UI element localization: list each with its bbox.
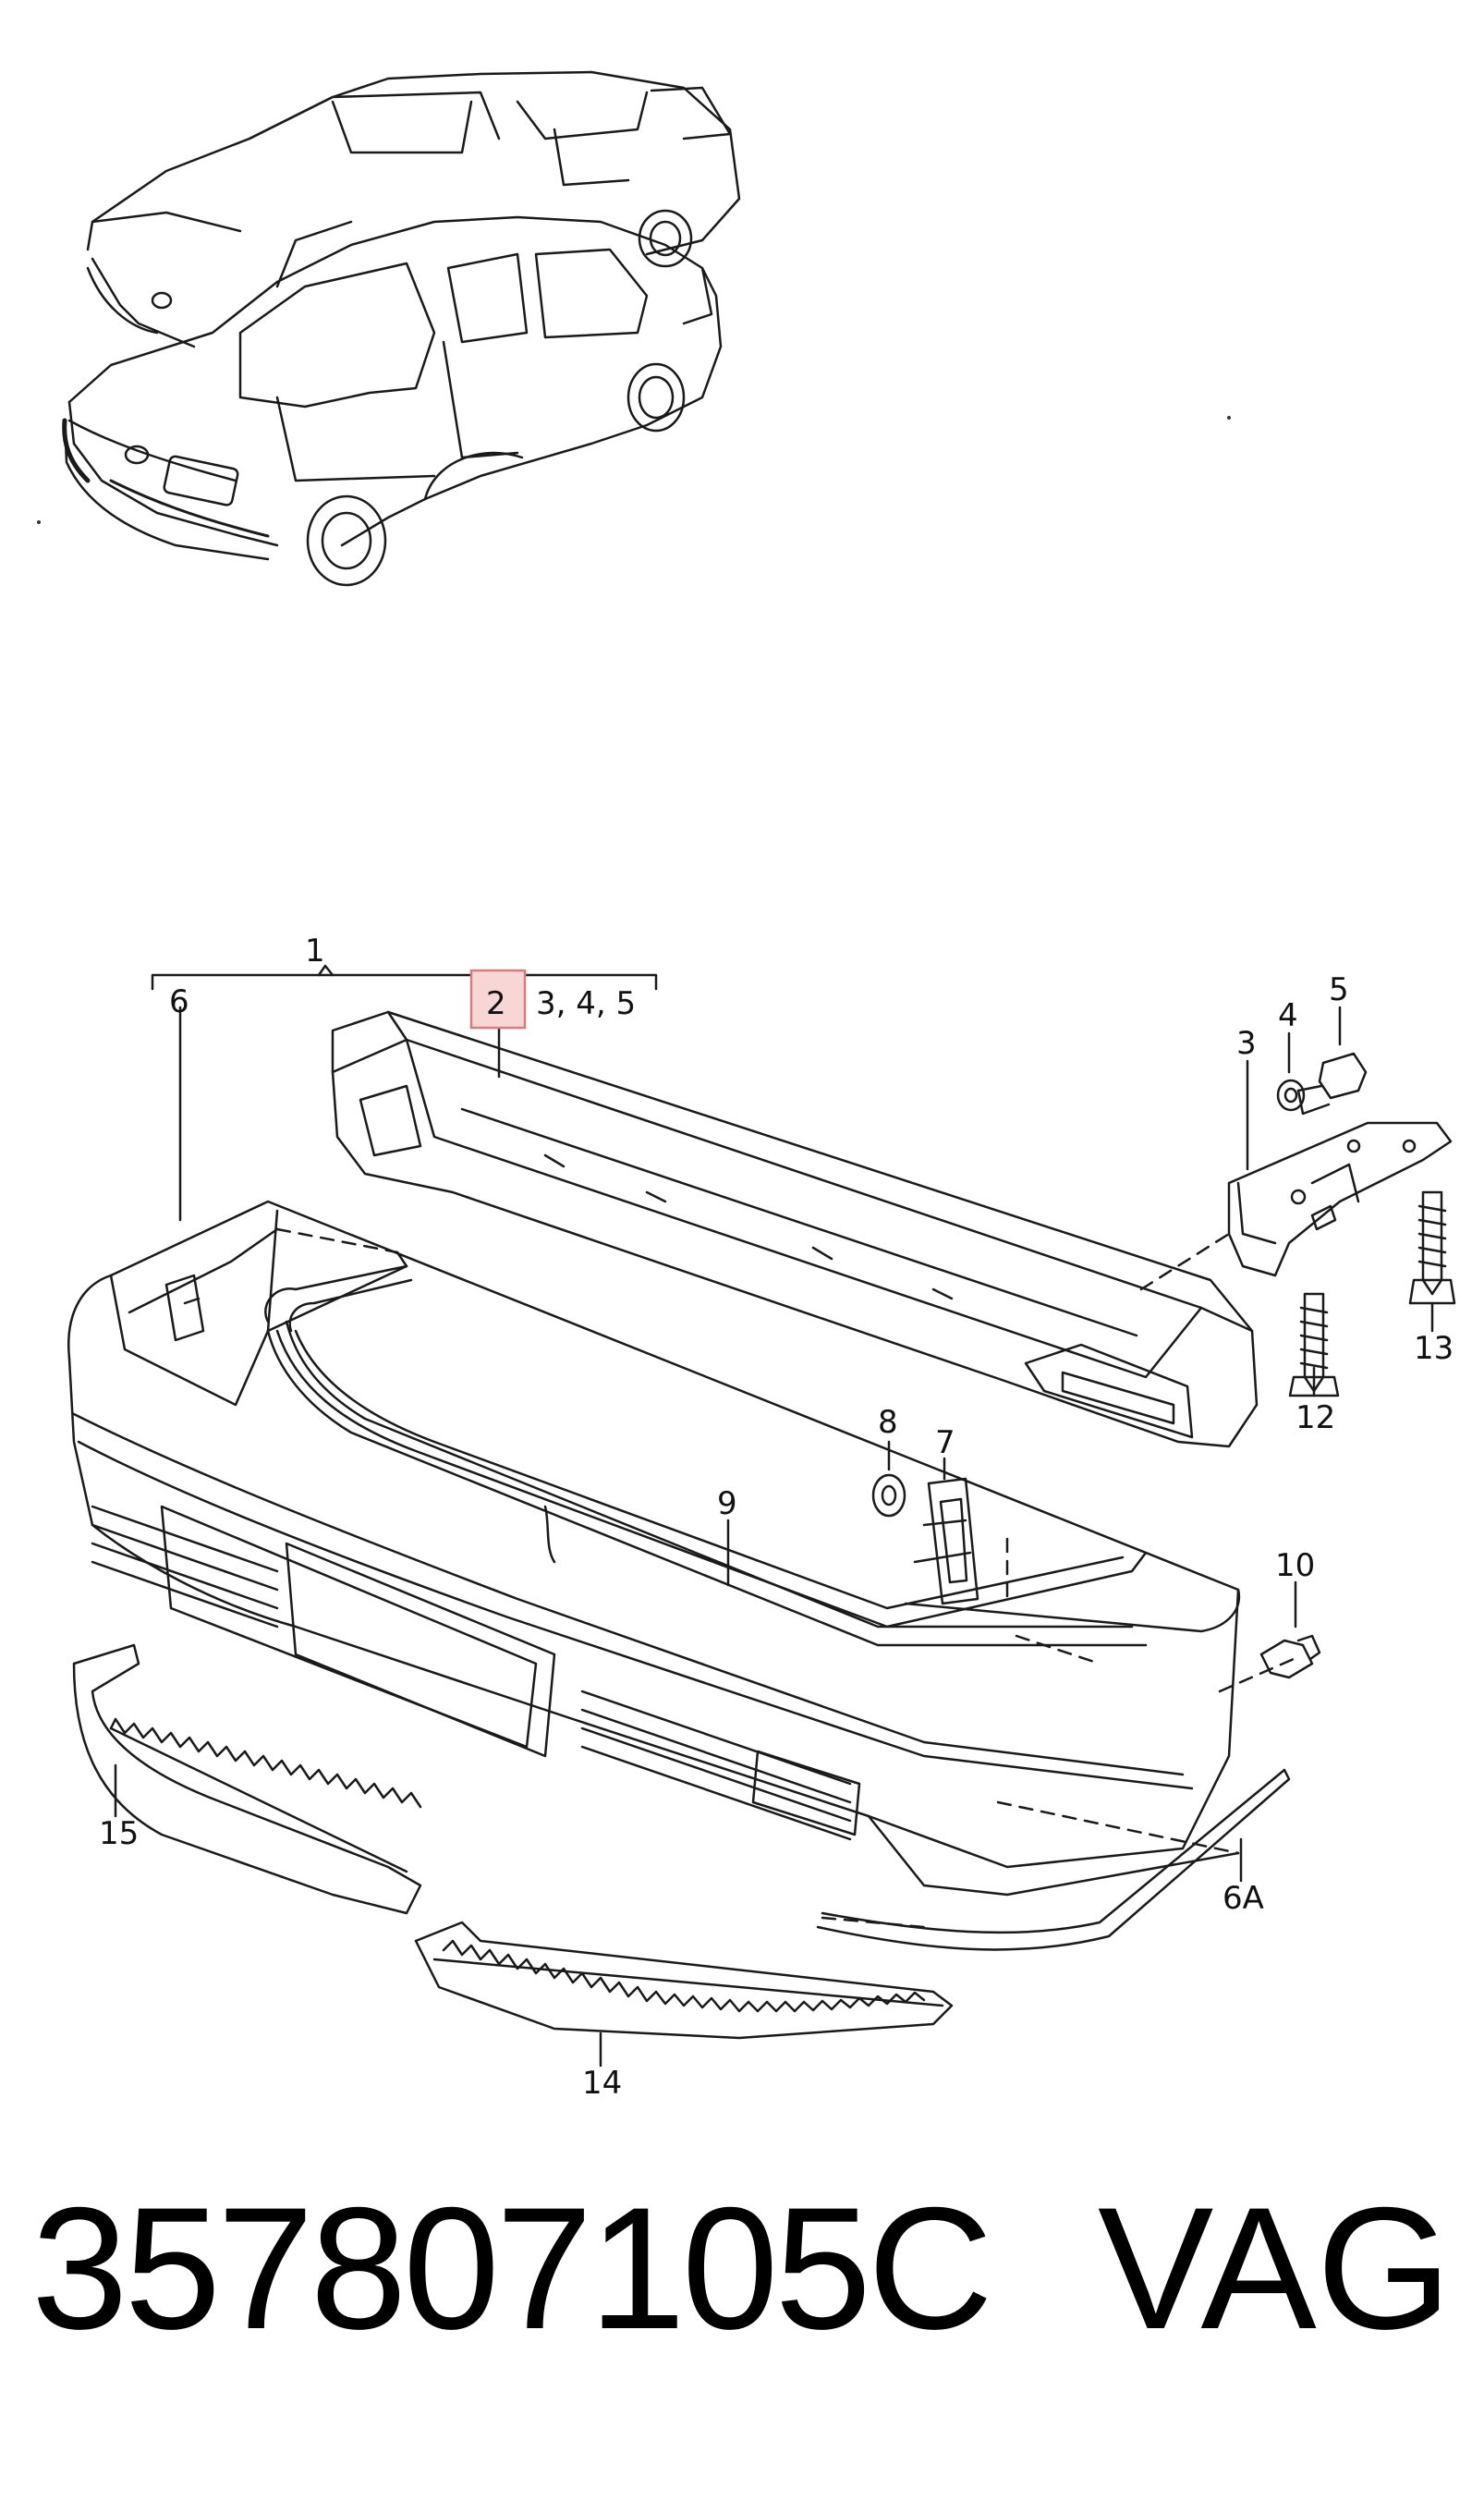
label-3-4-5: 3, 4, 5 [536, 985, 636, 1022]
washer-4-drawing [1276, 1079, 1306, 1112]
highlight-box [469, 969, 527, 1030]
label-8: 8 [878, 1404, 898, 1441]
label-7: 7 [935, 1424, 955, 1461]
label-4: 4 [1278, 997, 1298, 1034]
rivet-10-drawing [1259, 1634, 1321, 1679]
trim-strip-6a-drawing [816, 1768, 1291, 1951]
spoiler-14-drawing [414, 1921, 954, 2040]
bumper-reinforcement-drawing [331, 1010, 1259, 1448]
mounting-bracket-drawing [1227, 1121, 1453, 1277]
screw-13-drawing [1408, 1190, 1456, 1305]
label-14: 14 [582, 2065, 622, 2102]
clip-7-drawing [913, 1477, 979, 1605]
label-9: 9 [717, 1485, 737, 1522]
vehicle-illustration [62, 70, 741, 587]
label-2: 2 [486, 985, 506, 1022]
callout-labels: 1 2 3, 4, 5 6 3 4 5 8 7 9 10 12 13 15 14… [99, 933, 1454, 2102]
brand-name: VAG [1098, 2171, 1453, 2365]
spoiler-15-drawing [72, 1643, 422, 1915]
label-10: 10 [1275, 1547, 1315, 1584]
bumper-cover-drawing [67, 1200, 1241, 1897]
label-5: 5 [1329, 971, 1349, 1008]
label-13: 13 [1414, 1330, 1454, 1367]
label-1: 1 [305, 933, 325, 970]
seal-strip-drawing [264, 1264, 1148, 1629]
screw-12-drawing [1288, 1292, 1340, 1397]
label-15: 15 [99, 1815, 139, 1852]
label-6a: 6A [1222, 1880, 1264, 1917]
part-number: 357807105C [31, 2171, 993, 2365]
label-3: 3 [1236, 1025, 1257, 1062]
estate-car-drawing [86, 70, 741, 348]
sedan-car-drawing [62, 215, 723, 587]
label-12: 12 [1295, 1399, 1335, 1436]
grommet-8-drawing [871, 1473, 906, 1518]
label-6: 6 [169, 983, 189, 1020]
bolt-5-drawing [1296, 1052, 1368, 1116]
